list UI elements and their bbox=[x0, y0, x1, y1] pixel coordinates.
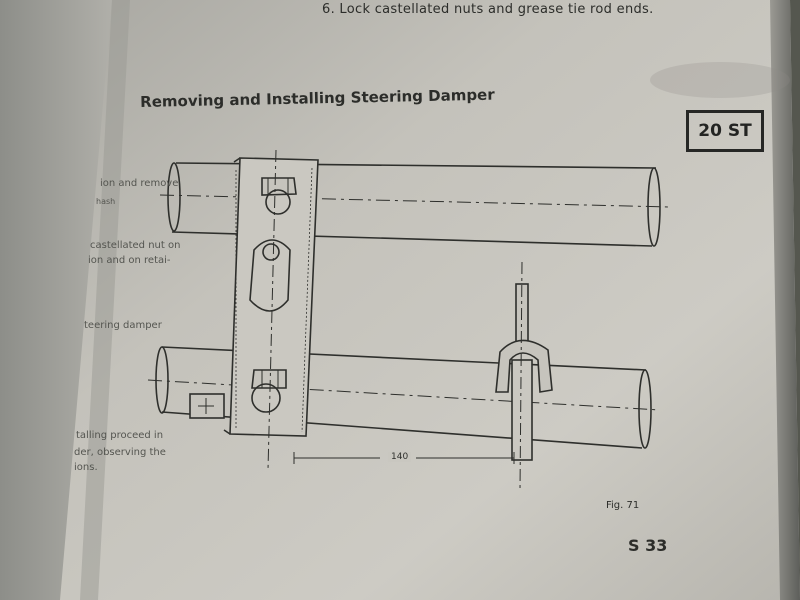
damper-shaft bbox=[511, 359, 533, 461]
upper-tube-left-end bbox=[167, 162, 181, 232]
margin-text-2: hash bbox=[96, 197, 116, 206]
top-nut bbox=[261, 177, 297, 196]
damper-centerline bbox=[519, 261, 523, 491]
steering-damper-diagram bbox=[147, 149, 671, 491]
upper-tube-right-end bbox=[647, 167, 661, 247]
top-washer bbox=[265, 189, 291, 215]
bottom-nut bbox=[251, 369, 287, 389]
bottom-washer bbox=[251, 383, 281, 413]
page-edge-right bbox=[770, 0, 800, 600]
section-code: 20 ST bbox=[698, 121, 752, 141]
main-page bbox=[60, 0, 800, 600]
margin-text-7: der, observing the bbox=[74, 447, 166, 458]
margin-text-8: ions. bbox=[74, 462, 98, 473]
page-stain bbox=[650, 62, 790, 98]
margin-text-1: ion and remove bbox=[100, 178, 179, 189]
margin-text-4: ion and on retai- bbox=[88, 255, 171, 266]
damper-fork bbox=[495, 339, 553, 393]
bracket-mark bbox=[198, 398, 214, 414]
margin-text-3: castellated nut on bbox=[90, 240, 181, 251]
section-code-box: 20 ST bbox=[686, 110, 764, 152]
clamp-hatching bbox=[235, 167, 313, 433]
dimension-label: 140 bbox=[388, 452, 412, 462]
clamp-centerline bbox=[267, 149, 277, 471]
adjusting-slot bbox=[249, 239, 291, 312]
page-gutter-shadow bbox=[80, 0, 130, 600]
figure-label: Fig. 71 bbox=[606, 500, 640, 511]
instruction-step-6: 6. Lock castellated nuts and grease tie … bbox=[322, 2, 654, 17]
slot-nut bbox=[262, 243, 280, 261]
margin-text-6: talling proceed in bbox=[76, 430, 164, 441]
clamp-plate bbox=[229, 157, 319, 437]
dimension-ticks bbox=[293, 452, 515, 464]
margin-text-5: teering damper bbox=[84, 320, 162, 331]
top-nut-faces bbox=[267, 178, 289, 195]
page-number: S 33 bbox=[628, 536, 668, 555]
clamp-plate-edge bbox=[223, 157, 241, 435]
